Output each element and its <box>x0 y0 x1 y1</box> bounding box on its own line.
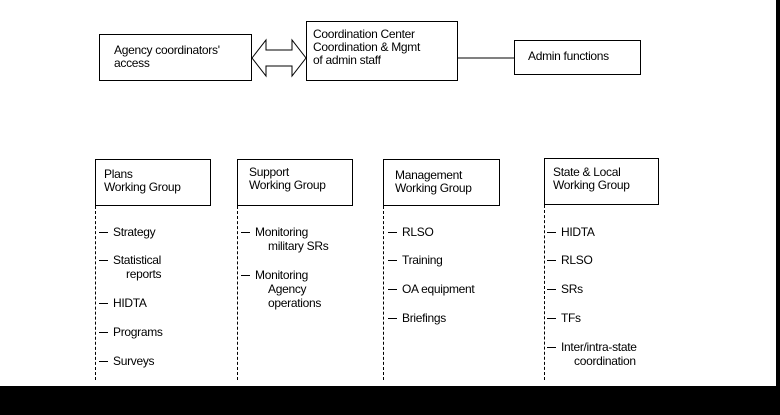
item-label: Monitoring <box>255 268 309 282</box>
item-label: HIDTA <box>113 296 147 310</box>
plans-working-group-box: Plans Working Group <box>95 159 211 206</box>
management-item-rlso: RLSO <box>388 225 434 239</box>
item-label: HIDTA <box>561 225 595 239</box>
item-label: reports <box>126 267 162 281</box>
support-title-line-2: Working Group <box>249 178 326 192</box>
state-local-item-srs: SRs <box>547 282 583 296</box>
item-label: Briefings <box>402 311 446 325</box>
bullet-tick <box>99 332 108 333</box>
bullet-tick <box>99 260 108 261</box>
item-label: military SRs <box>268 239 329 253</box>
state-local-title-line-1: State & Local <box>553 165 621 179</box>
plans-title-line-1: Plans <box>104 167 133 181</box>
item-label: Agency <box>268 282 307 296</box>
agency-box-line-2: access <box>114 56 150 70</box>
bullet-tick <box>241 275 250 276</box>
item-label: Monitoring <box>255 225 309 239</box>
bullet-tick <box>547 260 556 261</box>
management-item-training: Training <box>388 253 443 267</box>
item-label: OA equipment <box>402 282 475 296</box>
bullet-tick <box>547 347 556 348</box>
state-local-item-coordination: Inter/intra-state coordination <box>547 340 637 368</box>
bullet-tick <box>547 318 556 319</box>
bullet-tick <box>388 318 397 319</box>
plans-connector <box>95 206 96 380</box>
double-arrow <box>251 38 307 78</box>
management-item-oa-equipment: OA equipment <box>388 282 475 296</box>
bullet-tick <box>99 232 108 233</box>
item-label: RLSO <box>561 253 593 267</box>
management-title-line-1: Management <box>395 168 463 182</box>
item-label: Inter/intra-state <box>561 340 637 354</box>
support-connector <box>237 206 238 380</box>
bullet-tick <box>99 361 108 362</box>
item-label: Statistical <box>113 253 162 267</box>
agency-coordinators-box: Agency coordinators' access <box>99 34 252 81</box>
center-box-line-2: Coordination & Mgmt <box>313 40 421 54</box>
state-local-connector <box>544 205 545 380</box>
management-title-line-2: Working Group <box>395 181 472 195</box>
bullet-tick <box>547 289 556 290</box>
support-item-monitoring-military: Monitoring military SRs <box>241 225 329 253</box>
bullet-tick <box>388 289 397 290</box>
center-box-line-1: Coordination Center <box>313 27 415 41</box>
state-local-item-rlso: RLSO <box>547 253 593 267</box>
item-label: TFs <box>561 311 581 325</box>
item-label: SRs <box>561 282 583 296</box>
state-local-item-tfs: TFs <box>547 311 581 325</box>
item-label: Strategy <box>113 225 156 239</box>
state-local-title-line-2: Working Group <box>553 178 630 192</box>
management-working-group-box: Management Working Group <box>383 159 500 206</box>
bullet-tick <box>388 260 397 261</box>
state-local-working-group-box: State & Local Working Group <box>544 158 659 205</box>
admin-functions-box: Admin functions <box>514 40 641 75</box>
support-title-line-1: Support <box>249 165 289 179</box>
coordination-center-box: Coordination Center Coordination & Mgmt … <box>306 21 458 81</box>
plans-item-hidta: HIDTA <box>99 296 147 310</box>
item-label: Surveys <box>113 354 155 368</box>
center-box-line-3: of admin staff <box>313 53 381 67</box>
bullet-tick <box>241 232 250 233</box>
bullet-tick <box>99 303 108 304</box>
bullet-tick <box>388 232 397 233</box>
item-label: coordination <box>574 354 636 368</box>
support-working-group-box: Support Working Group <box>237 159 353 206</box>
plans-title-line-2: Working Group <box>104 180 181 194</box>
bottom-frame-bar <box>0 386 780 415</box>
item-label: operations <box>268 296 322 310</box>
item-label: Programs <box>113 325 163 339</box>
management-item-briefings: Briefings <box>388 311 446 325</box>
plans-item-surveys: Surveys <box>99 354 155 368</box>
bullet-tick <box>547 232 556 233</box>
admin-box-label: Admin functions <box>528 49 609 63</box>
right-frame-bar <box>776 0 780 415</box>
item-label: RLSO <box>402 225 434 239</box>
plans-item-statistical-reports: Statistical reports <box>99 253 162 281</box>
support-item-monitoring-agency: Monitoring Agency operations <box>241 268 322 310</box>
management-connector <box>383 206 384 380</box>
agency-box-line-1: Agency coordinators' <box>114 43 220 57</box>
state-local-item-hidta: HIDTA <box>547 225 595 239</box>
plans-item-programs: Programs <box>99 325 163 339</box>
item-label: Training <box>402 253 443 267</box>
plans-item-strategy: Strategy <box>99 225 156 239</box>
